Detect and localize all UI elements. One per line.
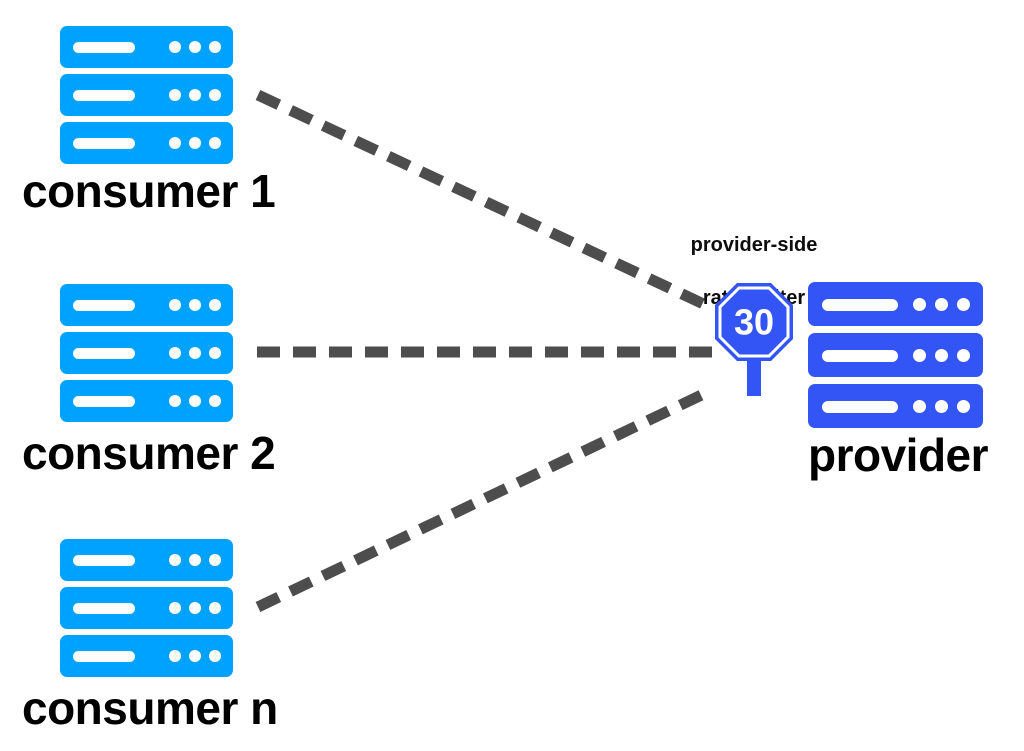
server-rack-unit (60, 332, 233, 374)
rack-led (209, 299, 221, 311)
rack-led (169, 299, 181, 311)
link-consumer-1 (255, 90, 715, 313)
octagon-inner-border (718, 286, 790, 358)
rack-led-group (913, 349, 970, 362)
rack-indicator-bar (73, 603, 135, 614)
rack-led (169, 650, 181, 662)
octagon-sign-icon (715, 283, 793, 361)
server-rack-unit (808, 282, 983, 326)
rack-indicator-bar (73, 300, 135, 311)
server-rack-unit (60, 587, 233, 629)
server-rack-unit (60, 380, 233, 422)
rack-led (169, 137, 181, 149)
rack-led (189, 41, 201, 53)
rack-led (957, 349, 970, 362)
node-consumer-1[interactable] (60, 26, 233, 164)
rack-led (209, 89, 221, 101)
rack-led (189, 89, 201, 101)
rack-indicator-bar (822, 350, 898, 362)
rate-limit-value: 30 (734, 302, 774, 343)
server-rack-unit (60, 26, 233, 68)
rack-led (913, 349, 926, 362)
server-rack-unit (808, 333, 983, 377)
rack-led (189, 650, 201, 662)
rack-led (169, 347, 181, 359)
rack-led-group (913, 400, 970, 413)
node-provider[interactable] (808, 282, 983, 435)
rack-indicator-bar (73, 348, 135, 359)
rack-led (169, 89, 181, 101)
rack-indicator-bar (73, 651, 135, 662)
rack-led (189, 137, 201, 149)
rack-led (209, 650, 221, 662)
rack-led (209, 347, 221, 359)
rack-led-group (169, 395, 221, 407)
rack-indicator-bar (73, 42, 135, 53)
rack-led (169, 602, 181, 614)
node-consumer-2[interactable] (60, 284, 233, 422)
rate-limiter-sign[interactable]: 30 (713, 281, 795, 399)
rate-limiter-caption-line-1: provider-side (690, 233, 818, 256)
rack-led (169, 41, 181, 53)
rack-indicator-bar (73, 90, 135, 101)
node-label-consumer-1: consumer 1 (22, 165, 276, 217)
node-label-provider: provider (808, 429, 989, 481)
rack-led-group (913, 298, 970, 311)
rack-led (957, 400, 970, 413)
rack-led (189, 395, 201, 407)
rack-led (935, 400, 948, 413)
rack-led (913, 298, 926, 311)
rack-indicator-bar (73, 138, 135, 149)
rack-led (913, 400, 926, 413)
rack-led-group (169, 554, 221, 566)
rack-led-group (169, 650, 221, 662)
server-rack-unit (808, 384, 983, 428)
rack-led (935, 298, 948, 311)
node-label-consumer-n: consumer n (22, 682, 278, 734)
rack-led (209, 137, 221, 149)
rack-led-group (169, 137, 221, 149)
rack-led (169, 554, 181, 566)
rack-led-group (169, 41, 221, 53)
rack-led (169, 395, 181, 407)
rack-led (209, 41, 221, 53)
rack-led (189, 347, 201, 359)
rack-indicator-bar (822, 299, 898, 311)
server-rack-unit (60, 74, 233, 116)
link-consumer-n (255, 385, 715, 612)
server-rack-icon (60, 284, 233, 422)
server-rack-icon (60, 26, 233, 164)
rack-indicator-bar (73, 555, 135, 566)
rack-led-group (169, 89, 221, 101)
rack-led (209, 554, 221, 566)
rack-led-group (169, 602, 221, 614)
server-rack-unit (60, 122, 233, 164)
rack-led-group (169, 299, 221, 311)
server-rack-unit (60, 635, 233, 677)
rack-indicator-bar (73, 396, 135, 407)
server-rack-unit (60, 284, 233, 326)
rack-led (189, 299, 201, 311)
rack-led (935, 349, 948, 362)
rack-indicator-bar (822, 401, 898, 413)
rack-led (189, 554, 201, 566)
rack-led-group (169, 347, 221, 359)
rack-led (209, 602, 221, 614)
rack-led (957, 298, 970, 311)
rack-led (209, 395, 221, 407)
node-label-consumer-2: consumer 2 (22, 427, 276, 479)
server-rack-icon (60, 539, 233, 677)
node-consumer-n[interactable] (60, 539, 233, 677)
server-rack-unit (60, 539, 233, 581)
rack-led (189, 602, 201, 614)
server-rack-icon (808, 282, 983, 428)
